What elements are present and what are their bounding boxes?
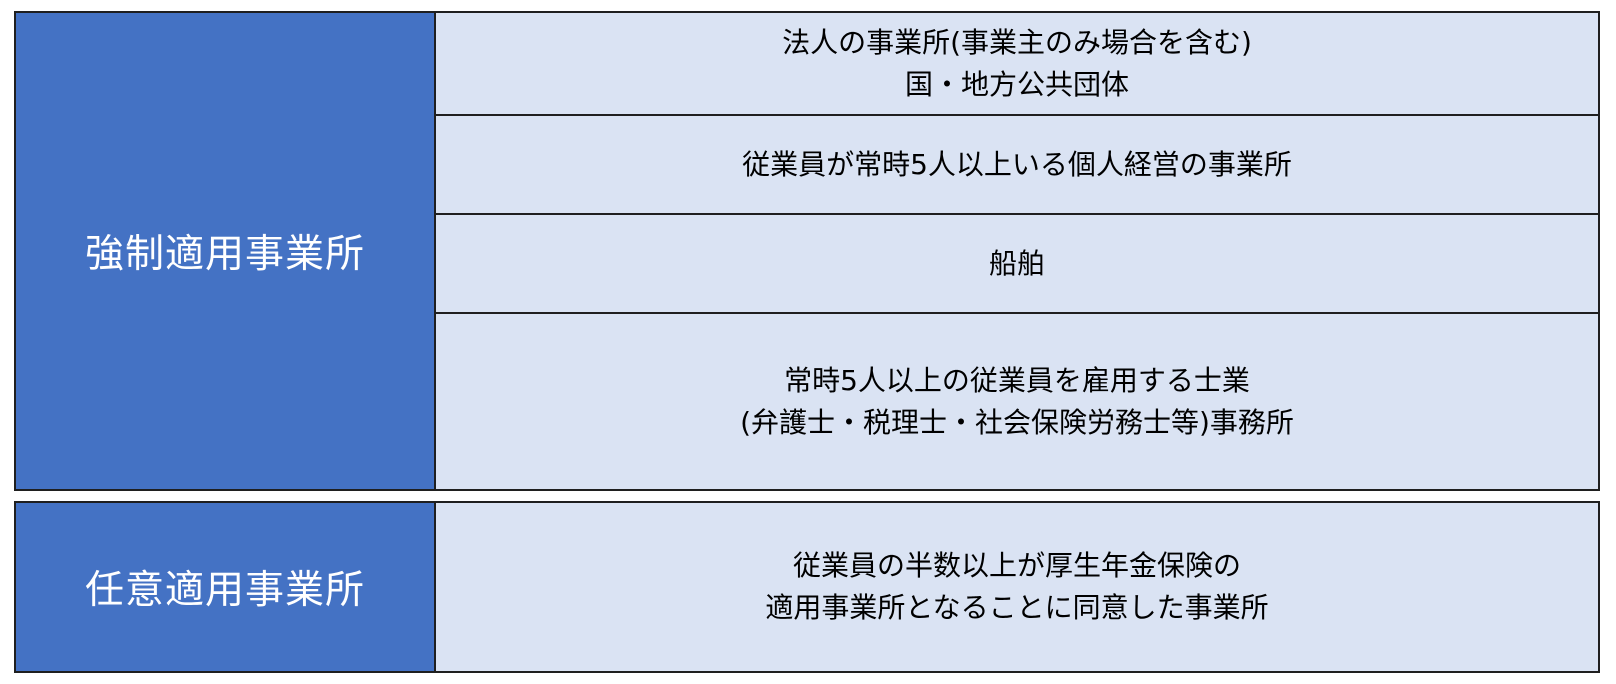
mandatory-row-individual: 従業員が常時5人以上いる個人経営の事業所 [436, 116, 1598, 215]
mandatory-row-ship: 船舶 [436, 215, 1598, 314]
voluntary-table: 任意適用事業所 従業員の半数以上が厚生年金保険の 適用事業所となることに同意した… [14, 501, 1600, 673]
voluntary-rows: 従業員の半数以上が厚生年金保険の 適用事業所となることに同意した事業所 [436, 503, 1598, 671]
voluntary-row-consent: 従業員の半数以上が厚生年金保険の 適用事業所となることに同意した事業所 [436, 503, 1598, 671]
mandatory-table: 強制適用事業所 法人の事業所(事業主のみ場合を含む) 国・地方公共団体 従業員が… [14, 11, 1600, 491]
mandatory-row-corporate: 法人の事業所(事業主のみ場合を含む) 国・地方公共団体 [436, 13, 1598, 116]
row-text-line: 国・地方公共団体 [904, 67, 1129, 101]
row-text-line: 法人の事業所(事業主のみ場合を含む) [782, 25, 1252, 59]
row-text-line: (弁護士・税理士・社会保険労務士等)事務所 [740, 405, 1294, 439]
mandatory-rows: 法人の事業所(事業主のみ場合を含む) 国・地方公共団体 従業員が常時5人以上いる… [436, 13, 1598, 489]
mandatory-row-professional: 常時5人以上の従業員を雇用する士業 (弁護士・税理士・社会保険労務士等)事務所 [436, 314, 1598, 489]
row-text-line: 常時5人以上の従業員を雇用する士業 [784, 363, 1250, 397]
category-voluntary: 任意適用事業所 [16, 503, 436, 671]
row-text-line: 船舶 [988, 246, 1045, 280]
category-mandatory: 強制適用事業所 [16, 13, 436, 489]
row-text-line: 適用事業所となることに同意した事業所 [765, 591, 1269, 624]
row-text-line: 従業員が常時5人以上いる個人経営の事業所 [742, 147, 1292, 181]
row-text-line: 従業員の半数以上が厚生年金保険の [792, 549, 1241, 582]
